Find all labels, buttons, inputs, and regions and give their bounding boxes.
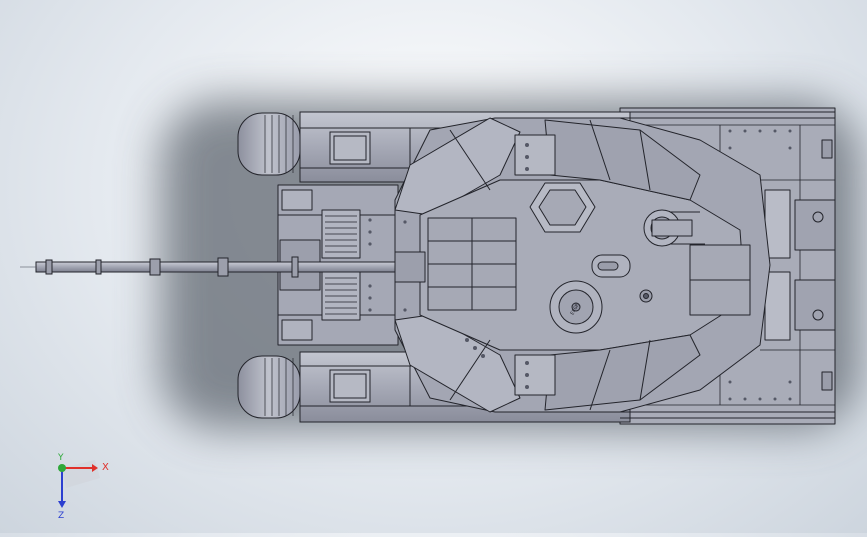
triad-x-label: X	[102, 462, 109, 473]
main-gun-barrel[interactable]	[20, 256, 399, 278]
commander-hatch-marking: EFGR	[570, 302, 582, 316]
triad-y-label: Y	[57, 453, 64, 463]
reference-triad: X Y Z	[40, 448, 120, 521]
turret[interactable]	[394, 117, 771, 413]
triad-z-label: Z	[58, 511, 64, 520]
y-axis-dot	[58, 464, 66, 472]
